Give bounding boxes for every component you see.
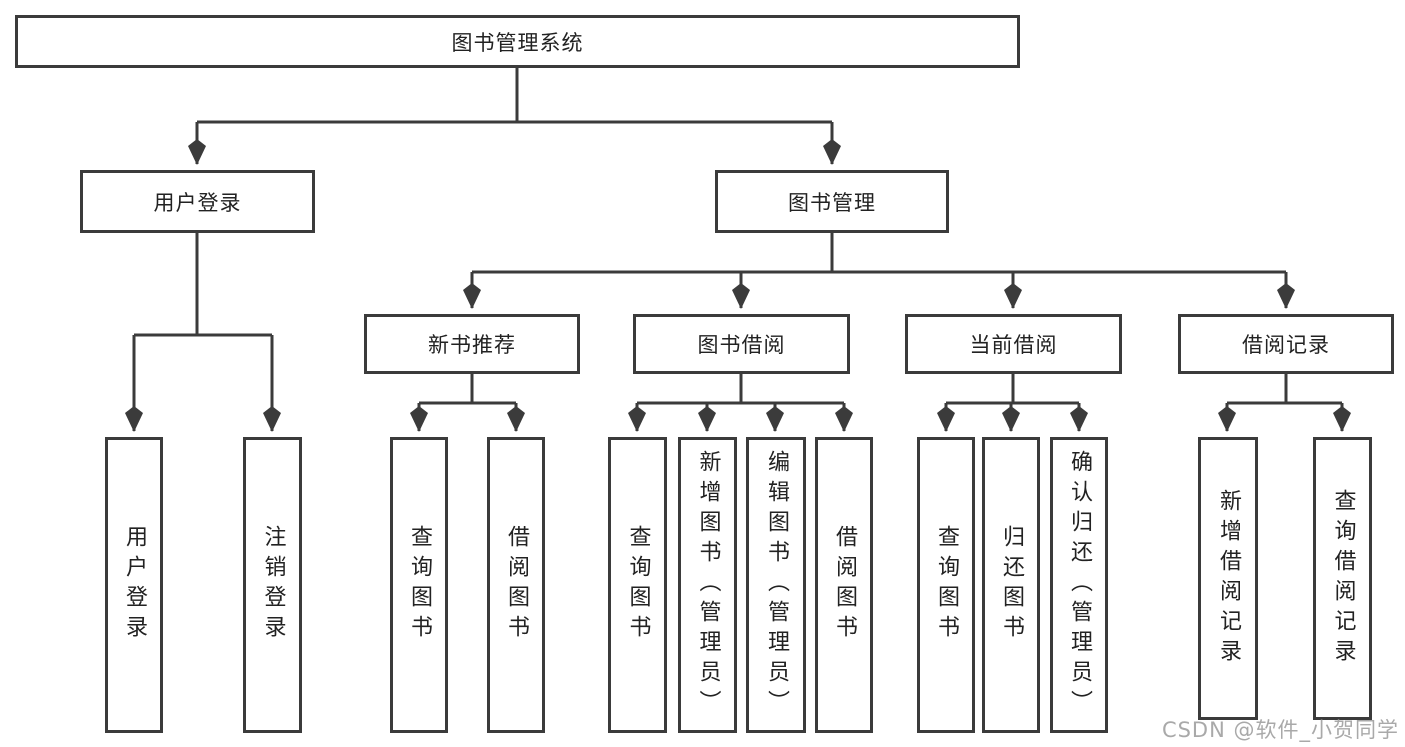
node-new-book-recommend: 新书推荐 <box>364 314 580 374</box>
leaf-query-book-2: 查询图书 <box>608 437 667 733</box>
leaf-borrow-book-2: 借阅图书 <box>815 437 873 733</box>
node-label: 归还图书 <box>999 525 1024 645</box>
node-current-borrow: 当前借阅 <box>905 314 1122 374</box>
node-book-management: 图书管理 <box>715 170 949 233</box>
node-label: 图书借阅 <box>697 333 786 357</box>
node-label: 查询借阅记录 <box>1330 488 1356 669</box>
node-label: 编辑图书（管理员） <box>764 450 789 720</box>
leaf-edit-book-admin: 编辑图书（管理员） <box>746 437 806 733</box>
node-label: 当前借阅 <box>969 333 1058 357</box>
leaf-borrow-book-1: 借阅图书 <box>487 437 545 733</box>
leaf-return-book: 归还图书 <box>982 437 1040 733</box>
node-borrow-records: 借阅记录 <box>1178 314 1394 374</box>
node-library-management-system: 图书管理系统 <box>15 15 1020 68</box>
node-label: 图书管理 <box>788 190 876 215</box>
node-label: 借阅图书 <box>504 525 529 645</box>
node-label: 新增借阅记录 <box>1216 488 1241 669</box>
connector-current-borrow-children <box>937 374 1088 432</box>
node-book-borrow: 图书借阅 <box>633 314 850 374</box>
node-user-login: 用户登录 <box>80 170 315 233</box>
leaf-query-borrow-record: 查询借阅记录 <box>1313 437 1372 720</box>
connector-new-book-children <box>410 374 525 432</box>
node-label: 图书管理系统 <box>451 30 584 55</box>
connector-root-to-level2 <box>188 68 841 165</box>
node-label: 确认归还（管理员） <box>1067 450 1092 720</box>
connector-user-login-children <box>125 233 281 432</box>
leaf-logout: 注销登录 <box>243 437 302 733</box>
node-label: 借阅图书 <box>832 525 857 645</box>
node-label: 新书推荐 <box>428 333 516 357</box>
leaf-add-book-admin: 新增图书（管理员） <box>678 437 737 733</box>
leaf-query-book-3: 查询图书 <box>917 437 975 733</box>
connector-book-mgmt-children <box>463 233 1295 309</box>
connector-book-borrow-children <box>628 374 853 432</box>
csdn-watermark: CSDN @软件_小贺同学 <box>1161 718 1399 742</box>
node-label: 借阅记录 <box>1242 333 1330 357</box>
leaf-user-login: 用户登录 <box>105 437 163 733</box>
node-label: 新增图书（管理员） <box>695 450 721 720</box>
connector-borrow-record-children <box>1218 374 1351 432</box>
node-label: 用户登录 <box>122 525 147 645</box>
node-label: 查询图书 <box>934 525 959 645</box>
leaf-add-borrow-record: 新增借阅记录 <box>1198 437 1258 720</box>
leaf-confirm-return-admin: 确认归还（管理员） <box>1050 437 1108 733</box>
leaf-query-book-1: 查询图书 <box>390 437 448 733</box>
node-label: 注销登录 <box>260 525 286 645</box>
node-label: 查询图书 <box>407 525 432 645</box>
node-label: 查询图书 <box>625 525 651 645</box>
node-label: 用户登录 <box>153 190 242 215</box>
